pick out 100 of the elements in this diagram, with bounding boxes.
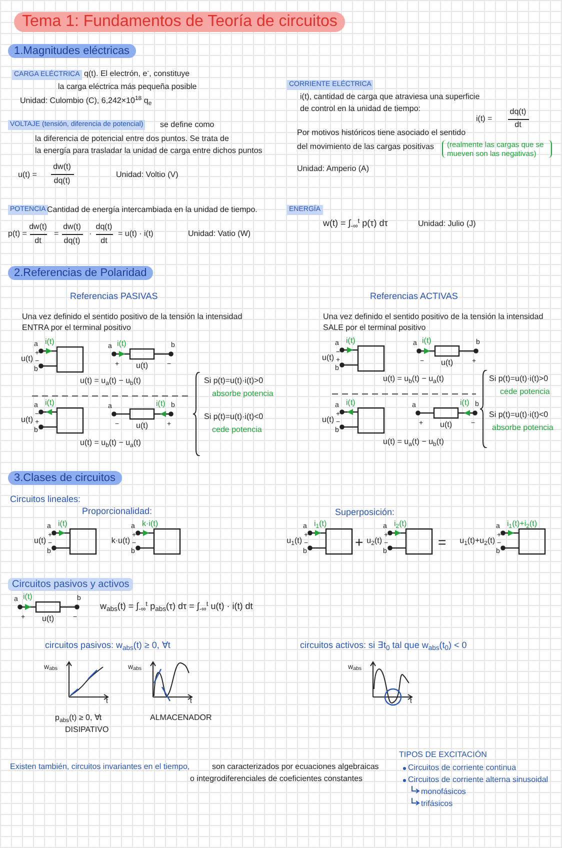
subheading: Circuitos lineales:	[10, 494, 81, 505]
subheading: Superposición:	[335, 507, 395, 518]
condition-text: Si p(t)=u(t)·i(t)>0	[204, 376, 264, 386]
current-label: i(t)	[45, 398, 54, 408]
formula-text: dq(t)	[54, 176, 70, 186]
voltage-label: u(t)	[136, 361, 148, 371]
definition-text: Por motivos históricos tiene asociado el sentido	[297, 128, 466, 138]
definition-text: Cantidad de energía intercambiada en la unidad de tiempo.	[47, 205, 258, 215]
formula-text: p(t) =	[8, 229, 27, 239]
definition-text: i(t), cantidad de carga que atraviesa una superficie	[300, 92, 480, 102]
current-label: i$_{1}$(t)+i$_{2}$(t)	[507, 519, 538, 529]
formula-text: dw(t)	[53, 162, 71, 172]
current-label: i(t)	[422, 336, 432, 346]
definition-text: de control en la unidad de tiempo:	[300, 104, 421, 114]
list-heading: TIPOS DE EXCITACIÓN	[399, 750, 487, 760]
definition-text: la diferencia de potencial entre dos puntos. Se trata de	[35, 134, 229, 144]
equals-sign: =	[438, 535, 446, 549]
note-text: Existen también, circuitos invariantes en el tiempo,	[10, 762, 190, 772]
voltage-label: u(t)	[322, 415, 334, 425]
definition-text: Una vez definido el sentido positivo de la tensión la intensidad ENTRA por el terminal positivo	[22, 311, 244, 333]
list-item: monofásicos	[421, 787, 466, 797]
result-text: absorbe potencia	[212, 389, 274, 399]
graph-caption: p$_{abs}$(t) ≥ 0, ∀t	[55, 713, 102, 723]
current-label: i(t)	[45, 337, 54, 347]
formula-text: dq(t)	[96, 222, 112, 232]
condition-text: Si p(t)=u(t)·i(t)<0	[489, 410, 548, 420]
voltage-label: u(t)	[440, 420, 452, 430]
definition-text: se define como	[160, 120, 214, 130]
voltage-label: u$_{2}$(t)	[366, 536, 382, 546]
formula-text: w(t) = ∫$_{-∞}$$^{t}$ p(τ) dτ	[323, 218, 388, 229]
current-label: i$_{2}$(t)	[394, 519, 407, 529]
current-label: i(t)	[346, 336, 356, 346]
subheading: Referencias ACTIVAS	[370, 291, 458, 302]
formula-text: dt	[514, 120, 522, 130]
voltage-label: u$_{1}$(t)+u$_{2}$(t)	[460, 536, 495, 546]
voltage-label: u(t)	[42, 614, 54, 624]
formula-text: w$_{abs}$(t) = ∫$_{-∞}$$^{t}$ p$_{abs}$(τ) dτ = ∫$_{-∞}$$^{t}$ u(t) · i(t) dt	[100, 601, 253, 612]
result-text: cede potencia	[212, 425, 262, 435]
condition-text: circuitos activos: si ∃t$_{0}$ tal que w$_{abs}$(t$_{0}$) < 0	[300, 640, 467, 651]
section-heading: 3.Clases de circuitos	[8, 471, 122, 485]
subheading: Referencias PASIVAS	[70, 291, 158, 302]
current-label: i$_{1}$(t)	[314, 519, 327, 529]
unit-text: Unidad: Voltio (V)	[116, 170, 178, 180]
voltage-label: u(t)	[21, 415, 33, 425]
condition-text: circuitos pasivos: w$_{abs}$(t) ≥ 0, ∀t	[45, 640, 170, 651]
formula-text: dq(t)	[64, 236, 80, 246]
plus-sign: +	[355, 535, 364, 549]
definition-text: la carga eléctrica más pequeña posible	[58, 82, 197, 92]
definition-text: q(t). El electrón, e$^{-}$, constituye	[84, 69, 190, 79]
list-item: trifásicos	[421, 799, 453, 809]
section-heading: 1.Magnitudes eléctricas	[8, 44, 136, 58]
result-text: absorbe potencia	[492, 423, 554, 433]
current-label: i(t)	[58, 519, 68, 529]
graph-caption: ALMACENADOR	[150, 713, 212, 723]
unit-text: Unidad: Culombio (C), 6,242×10$^{18}$ q$_{e}$	[20, 96, 152, 106]
voltage-label: u(t)	[322, 353, 334, 363]
note-text: o integrodiferenciales de coeficientes constantes	[190, 774, 363, 784]
formula-text: =	[54, 229, 59, 239]
graph-caption: DISIPATIVO	[65, 725, 109, 735]
subheading: Circuitos pasivos y activos	[8, 578, 134, 591]
formula-text: u(t) = u$_{b}$(t) − u$_{a}$(t)	[383, 374, 444, 384]
formula-text: = u(t) · i(t)	[118, 229, 154, 239]
note-text: son caracterizados por ecuaciones algebraicas	[212, 762, 379, 772]
current-label: i(t)	[346, 398, 356, 408]
current-label: k·i(t)	[142, 519, 158, 529]
formula-text: u(t) =	[18, 170, 37, 180]
formula-text: dq(t)	[510, 107, 526, 117]
list-item: Circuitos de corriente alterna sinusoidal	[408, 775, 548, 785]
condition-text: Si p(t)=u(t)·i(t)>0	[489, 374, 548, 384]
voltage-label: u(t)	[136, 421, 148, 431]
formula-text: u(t) = u$_{a}$(t) − u$_{b}$(t)	[80, 376, 141, 386]
definition-text: la energía para trasladar la unidad de carga entre dichos puntos	[35, 146, 262, 156]
unit-text: Unidad: Amperio (A)	[297, 164, 370, 174]
formula-text: dt	[34, 236, 42, 246]
formula-text: dt	[100, 236, 108, 246]
formula-text: i(t) =	[476, 114, 492, 124]
formula-text: dw(t)	[29, 222, 47, 232]
current-label: i(t)	[23, 592, 32, 602]
definition-text: Una vez definido el sentido positivo de la tensión la intensidad SALE por el terminal positivo	[323, 311, 544, 333]
unit-text: Unidad: Julio (J)	[418, 219, 476, 229]
section-heading: 2.Referencias de Polaridad	[8, 266, 153, 280]
voltage-label: u$_{1}$(t)	[286, 536, 302, 546]
current-label: i(t)	[156, 399, 166, 409]
result-text: cede potencia	[500, 387, 550, 397]
formula-text: dw(t)	[63, 222, 81, 232]
current-label: i(t)	[460, 398, 470, 408]
page-title: Tema 1: Fundamentos de Teoría de circuitos	[14, 12, 346, 32]
voltage-label: u(t)	[34, 536, 46, 546]
voltage-label: k·u(t)	[111, 536, 130, 546]
condition-text: Si p(t)=u(t)·i(t)<0	[204, 412, 264, 422]
formula-text: ·	[89, 229, 92, 239]
formula-text: u(t) = u$_{a}$(t) − u$_{b}$(t)	[383, 437, 444, 447]
voltage-label: u(t)	[441, 358, 453, 368]
current-label: i(t)	[117, 339, 126, 349]
list-item: Circuitos de corriente continua	[408, 763, 516, 773]
voltage-label: u(t)	[21, 354, 33, 364]
definition-text: del movimiento de las cargas positivas	[297, 142, 434, 152]
subheading: Proporcionalidad:	[82, 506, 152, 517]
formula-text: u(t) = u$_{b}$(t) − u$_{a}$(t)	[80, 438, 141, 448]
unit-text: Unidad: Vatio (W)	[188, 229, 251, 239]
